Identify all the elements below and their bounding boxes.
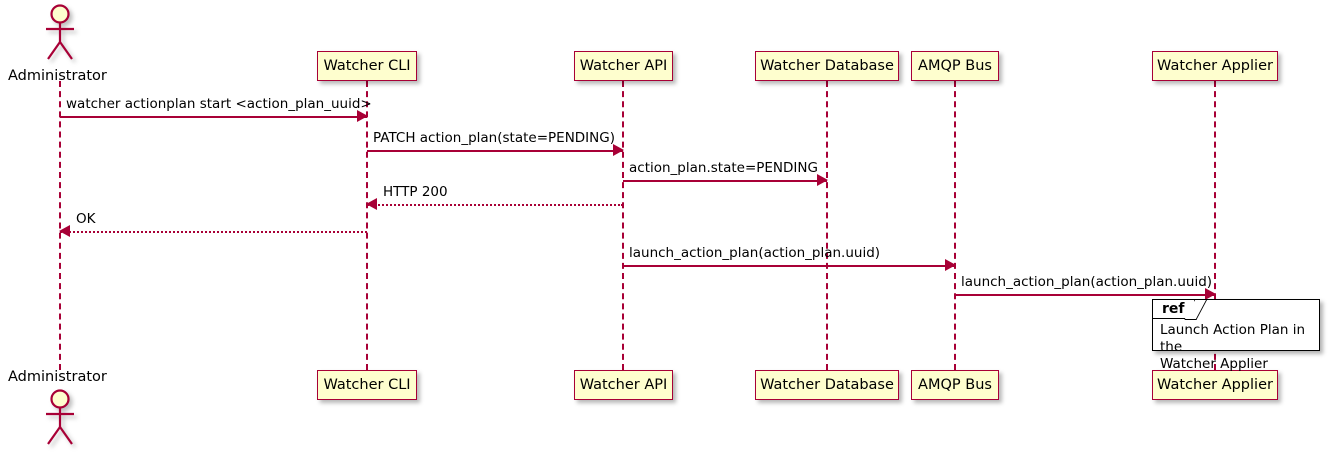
lifeline-amqp-bus [954, 81, 956, 370]
lifeline-watcher-api [622, 81, 624, 370]
message-line [367, 150, 623, 152]
message-line [623, 180, 827, 182]
fragment-body-line-1: Launch Action Plan in the [1160, 322, 1306, 355]
lifeline-watcher-applier [1214, 81, 1216, 370]
participant-label-administrator-top: Administrator [8, 68, 107, 84]
message-label: PATCH action_plan(state=PENDING) [373, 130, 615, 147]
lifeline-watcher-cli [366, 81, 368, 370]
arrowhead-icon [59, 225, 70, 237]
lifeline-watcher-database [826, 81, 828, 370]
participant-label-administrator-bottom: Administrator [8, 369, 107, 385]
participant-box-watcher-api-bottom[interactable]: Watcher API [574, 370, 673, 400]
actor-administrator-bottom [39, 389, 81, 451]
participant-box-watcher-cli-bottom[interactable]: Watcher CLI [317, 370, 417, 400]
participant-box-watcher-api-top[interactable]: Watcher API [574, 51, 673, 81]
actor-administrator-top [39, 4, 81, 66]
message-line [60, 231, 367, 233]
arrowhead-icon [357, 110, 368, 122]
participant-box-amqp-bus-bottom[interactable]: AMQP Bus [911, 370, 999, 400]
arrowhead-icon [366, 198, 377, 210]
message-line [623, 265, 955, 267]
fragment-body-line-2: Watcher Applier [1160, 355, 1268, 372]
arrowhead-icon [613, 144, 624, 156]
arrowhead-icon [945, 259, 956, 271]
arrowhead-icon [817, 174, 828, 186]
message-label: launch_action_plan(action_plan.uuid) [629, 245, 881, 262]
participant-box-watcher-database-top[interactable]: Watcher Database [755, 51, 899, 81]
message-label: HTTP 200 [383, 184, 448, 201]
arrowhead-icon [1205, 288, 1216, 300]
participant-box-amqp-bus-top[interactable]: AMQP Bus [911, 51, 999, 81]
participant-box-watcher-cli-top[interactable]: Watcher CLI [317, 51, 417, 81]
message-label: OK [76, 211, 96, 228]
message-line [367, 204, 623, 206]
message-label: launch_action_plan(action_plan.uuid) [961, 274, 1213, 291]
participant-box-watcher-applier-bottom[interactable]: Watcher Applier [1152, 370, 1278, 400]
participant-box-watcher-database-bottom[interactable]: Watcher Database [755, 370, 899, 400]
message-line [60, 116, 367, 118]
message-line [955, 294, 1215, 296]
message-label: watcher actionplan start <action_plan_uu… [66, 96, 372, 113]
participant-box-watcher-applier-top[interactable]: Watcher Applier [1152, 51, 1278, 81]
message-label: action_plan.state=PENDING [629, 160, 818, 177]
